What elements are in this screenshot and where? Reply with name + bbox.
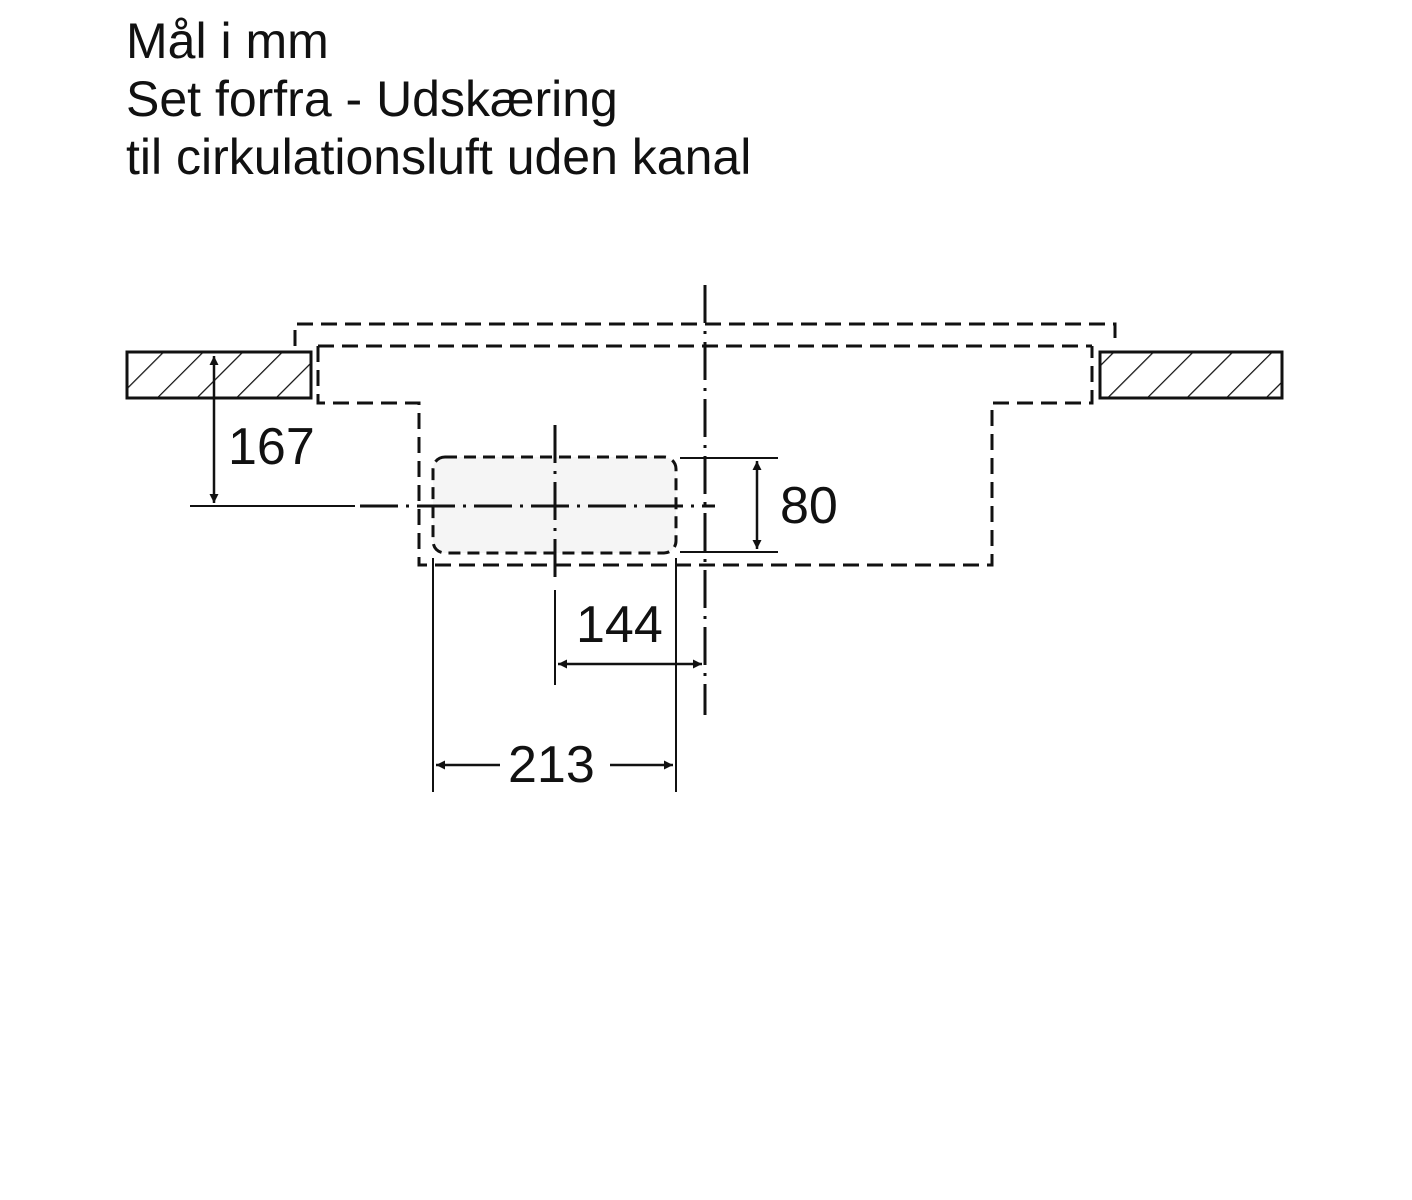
hob-plate-outline [293,322,1117,346]
title-line-3: til cirkulationsluft uden kanal [126,129,752,185]
title-block: Mål i mm Set forfra - Udskæring til cirk… [126,12,751,186]
dimension-label-144: 144 [576,596,663,654]
worktop-right [1098,350,1284,400]
title-line-1: Mål i mm [126,13,329,69]
title-line-2: Set forfra - Udskæring [126,71,618,127]
dimension-label-167: 167 [228,418,315,476]
dimension-label-80: 80 [780,477,838,535]
dimension-label-213: 213 [508,736,595,794]
worktop-left [125,350,313,400]
